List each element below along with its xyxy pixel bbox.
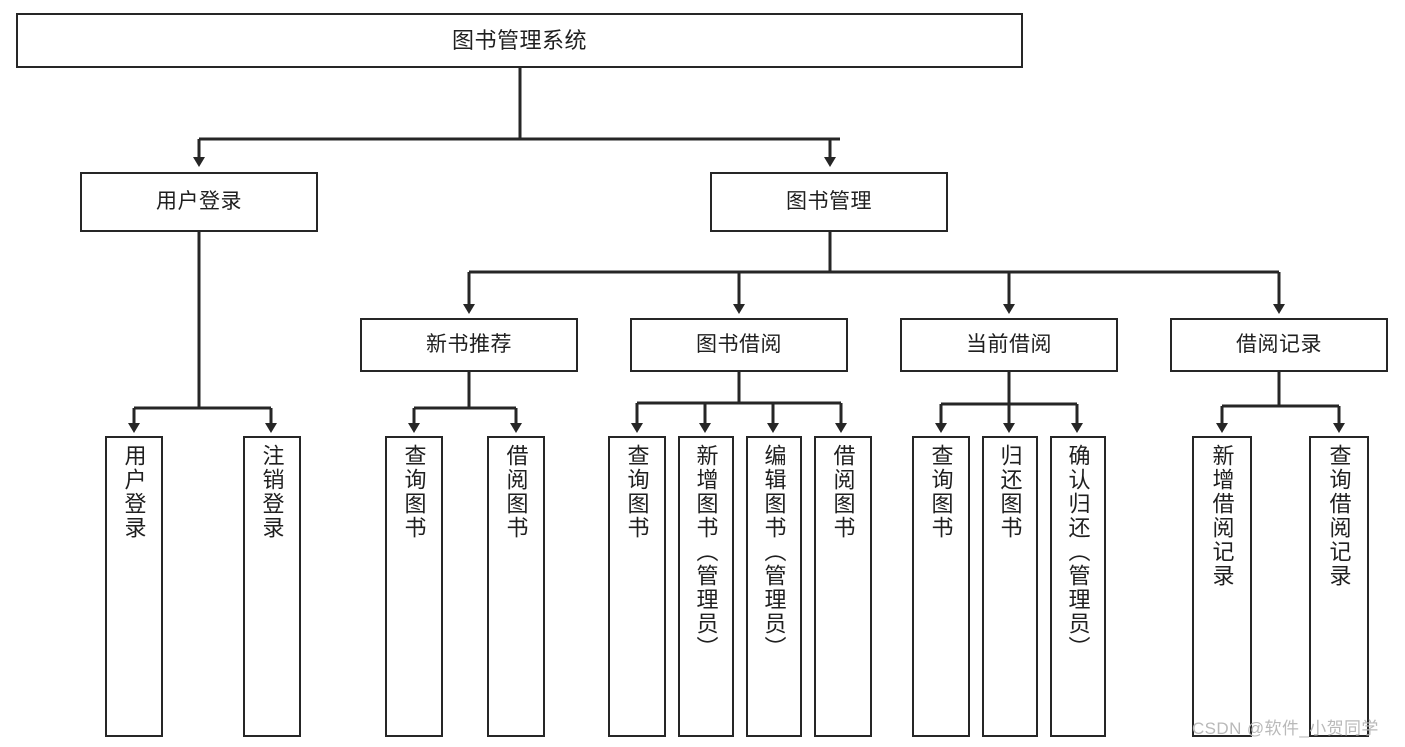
csdn-watermark: CSDN @软件_小贺同学 [1192,719,1379,738]
node-root-system[interactable]: 图书管理系统 [16,13,1023,68]
node-label: 查询图书 [928,444,954,540]
node-leaf-borrow-record-add[interactable]: 新增借阅记录 [1192,436,1252,737]
node-label: 查询图书 [401,444,427,540]
node-label: 新增图书（管理员） [693,444,719,660]
node-label: 注销登录 [259,444,285,540]
node-label: 查询图书 [624,444,650,540]
node-label: 借阅记录 [1236,332,1322,356]
node-leaf-book-borrow-query[interactable]: 查询图书 [608,436,666,737]
node-label: 图书借阅 [696,332,782,356]
node-leaf-book-borrow-borrow[interactable]: 借阅图书 [814,436,872,737]
node-label: 归还图书 [997,444,1023,540]
node-label: 新书推荐 [426,332,512,356]
node-user-login[interactable]: 用户登录 [80,172,318,232]
node-leaf-new-book-query[interactable]: 查询图书 [385,436,443,737]
node-leaf-user-login-login[interactable]: 用户登录 [105,436,163,737]
node-leaf-book-borrow-add[interactable]: 新增图书（管理员） [678,436,734,737]
node-label: 查询借阅记录 [1326,444,1352,588]
node-borrow-record[interactable]: 借阅记录 [1170,318,1388,372]
node-leaf-new-book-borrow[interactable]: 借阅图书 [487,436,545,737]
node-leaf-user-login-logout[interactable]: 注销登录 [243,436,301,737]
node-label: 用户登录 [156,189,242,213]
node-label: 新增借阅记录 [1209,444,1235,588]
node-book-management[interactable]: 图书管理 [710,172,948,232]
node-leaf-current-borrow-return[interactable]: 归还图书 [982,436,1038,737]
node-label: 用户登录 [121,444,147,540]
node-label: 借阅图书 [503,444,529,540]
node-label: 编辑图书（管理员） [761,444,787,660]
node-leaf-current-borrow-query[interactable]: 查询图书 [912,436,970,737]
node-label: 借阅图书 [830,444,856,540]
node-current-borrow[interactable]: 当前借阅 [900,318,1118,372]
node-leaf-current-borrow-confirm[interactable]: 确认归还（管理员） [1050,436,1106,737]
node-label: 图书管理系统 [451,27,587,53]
node-label: 确认归还（管理员） [1065,444,1091,660]
node-label: 图书管理 [786,189,872,213]
node-leaf-borrow-record-query[interactable]: 查询借阅记录 [1309,436,1369,737]
node-label: 当前借阅 [966,332,1052,356]
node-leaf-book-borrow-edit[interactable]: 编辑图书（管理员） [746,436,802,737]
node-book-borrow[interactable]: 图书借阅 [630,318,848,372]
node-new-book-recommend[interactable]: 新书推荐 [360,318,578,372]
